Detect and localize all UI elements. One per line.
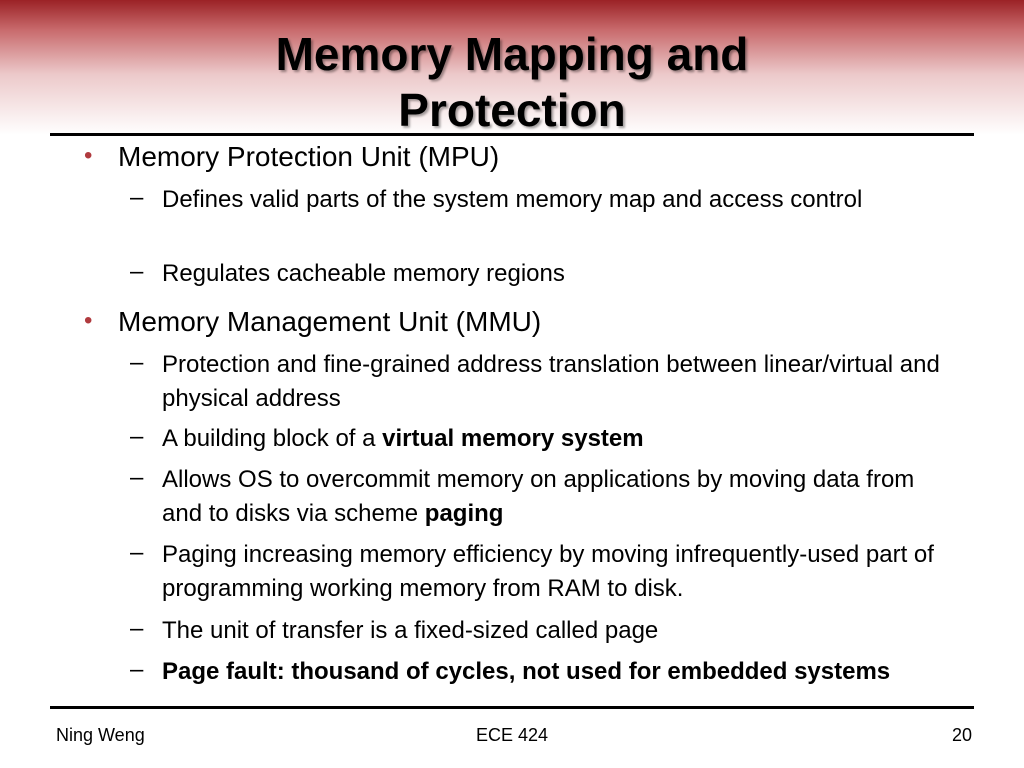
bullet-label: Memory Protection Unit (MPU)	[118, 141, 500, 172]
sub-item-emphasis: paging	[424, 500, 504, 527]
dash-icon: –	[130, 423, 144, 450]
dash-icon: –	[130, 615, 144, 642]
sub-item-prefix: A building block of a	[162, 425, 383, 452]
sub-item-text: Page fault: thousand of cycles, not used…	[162, 658, 891, 685]
sub-item-text: Paging increasing memory efficiency by m…	[162, 541, 934, 602]
bullet-dot-icon: •	[84, 142, 93, 169]
top-divider	[50, 133, 974, 136]
sub-item-text: Defines valid parts of the system memory…	[162, 186, 863, 213]
slide-title-line-2: Protection	[398, 84, 626, 136]
footer-author: Ning Weng	[56, 725, 145, 745]
slide-title-line-1: Memory Mapping and	[275, 28, 749, 80]
dash-icon: –	[130, 349, 144, 376]
sub-item-prefix: Allows OS to overcommit memory on applic…	[162, 466, 915, 527]
sub-item-text: Regulates cacheable memory regions	[162, 260, 565, 287]
dash-icon: –	[130, 539, 144, 566]
bottom-divider	[50, 706, 974, 709]
header-gradient-band	[0, 0, 1024, 135]
sub-item-emphasis: virtual memory system	[382, 425, 644, 452]
footer-course: ECE 424	[475, 725, 549, 745]
dash-icon: –	[130, 464, 144, 491]
dash-icon: –	[130, 656, 144, 683]
bullet-dot-icon: •	[84, 307, 93, 334]
sub-item-text: The unit of transfer is a fixed-sized ca…	[162, 617, 659, 644]
sub-item-text: Allows OS to overcommit memory on applic…	[162, 463, 942, 531]
slide-title: Memory Mapping and Protection	[0, 26, 1024, 138]
bullet-label: Memory Management Unit (MMU)	[118, 306, 542, 337]
sub-item-text: Protection and fine-grained address tran…	[162, 351, 940, 412]
dash-icon: –	[130, 258, 144, 285]
dash-icon: –	[130, 184, 144, 211]
sub-item-text: A building block of a virtual memory sys…	[162, 422, 942, 456]
footer-page-number: 20	[951, 725, 972, 745]
